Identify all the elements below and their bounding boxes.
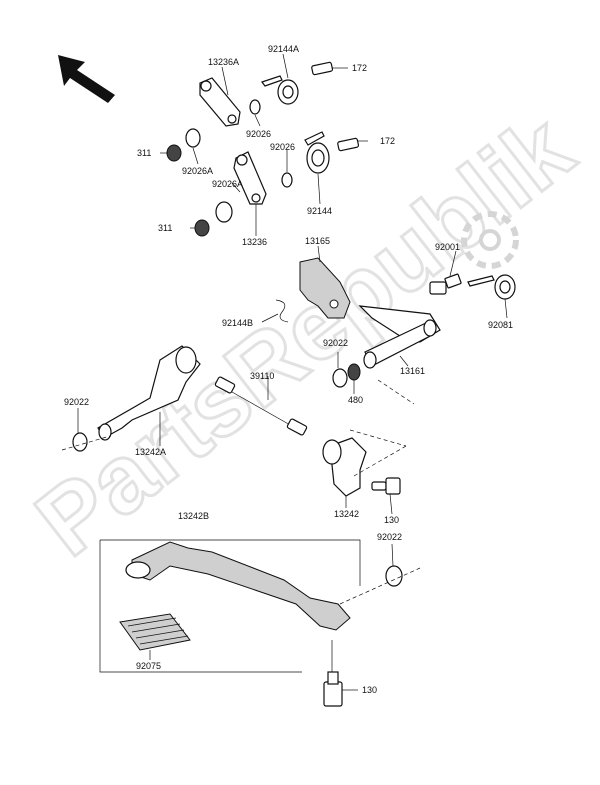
tie-rod-39110 — [214, 376, 308, 436]
nut-311-top — [166, 144, 182, 162]
lever-13242 — [322, 437, 367, 497]
label-92026-mid: 92026 — [270, 142, 295, 152]
watermark-gear-icon — [461, 211, 519, 269]
clip-92144b — [275, 299, 289, 323]
washer-92022-shaft — [332, 368, 348, 388]
label-92026a-top: 92026A — [182, 166, 213, 176]
arm-13236 — [233, 151, 267, 205]
label-92022-bottom: 92022 — [377, 532, 402, 542]
label-311-top: 311 — [137, 148, 151, 158]
label-13236a: 13236A — [208, 57, 239, 67]
arrow-up-left-icon — [58, 55, 115, 103]
label-130-bottom: 130 — [362, 685, 377, 695]
label-92022-shaft: 92022 — [323, 338, 348, 348]
pedal-box-outline — [99, 539, 361, 673]
label-13165: 13165 — [305, 236, 330, 246]
spring-92144a — [261, 75, 299, 105]
label-92026-top: 92026 — [246, 129, 271, 139]
arm-13236a — [199, 77, 241, 127]
label-172-top: 172 — [352, 63, 367, 73]
spring-92081 — [467, 274, 516, 300]
label-13242a: 13242A — [135, 447, 166, 457]
pedal-13242b — [125, 541, 351, 631]
watermark-text: PartsRepublik — [17, 94, 592, 576]
rubber-92075 — [119, 613, 191, 651]
washer-92022-bottom — [385, 565, 403, 587]
label-92081: 92081 — [488, 320, 513, 330]
shaft-13161 — [358, 305, 441, 369]
label-480: 480 — [348, 395, 363, 405]
label-13161: 13161 — [400, 366, 425, 376]
label-92144b: 92144B — [222, 318, 253, 328]
pin-172-mid — [337, 137, 360, 152]
label-311-bottom: 311 — [158, 223, 172, 233]
label-13242b: 13242B — [178, 511, 209, 521]
bolt-130-bottom — [323, 671, 343, 707]
bolt-130-mid — [371, 477, 401, 495]
washer-92026a-top — [185, 128, 201, 148]
label-92022-left: 92022 — [64, 397, 89, 407]
watermark: PartsRepublik — [16, 93, 594, 578]
label-13236: 13236 — [242, 237, 267, 247]
nut-311-bottom — [194, 219, 210, 237]
ring-480 — [347, 363, 361, 381]
label-92144: 92144 — [307, 206, 332, 216]
label-92144a: 92144A — [268, 44, 299, 54]
label-39110: 39110 — [250, 371, 274, 381]
label-92001: 92001 — [435, 242, 460, 252]
pin-172-top — [311, 61, 334, 76]
lever-13242a — [97, 345, 201, 441]
label-130-mid: 130 — [384, 515, 399, 525]
part-labels: 13236A 92144A 172 92026 311 92026A 92026… — [64, 44, 513, 695]
washer-92022-left — [72, 432, 88, 452]
washer-92026a-mid — [215, 201, 233, 223]
label-172-mid: 172 — [380, 136, 395, 146]
label-92075: 92075 — [136, 661, 161, 671]
bolt-92001 — [429, 273, 462, 295]
leader-lines — [61, 53, 508, 691]
label-13242: 13242 — [334, 509, 359, 519]
washer-92026-top — [249, 99, 261, 115]
plate-13165 — [299, 257, 351, 319]
spring-92144 — [304, 131, 330, 174]
washer-92026-mid — [281, 172, 293, 188]
label-92026a-mid: 92026A — [212, 179, 243, 189]
